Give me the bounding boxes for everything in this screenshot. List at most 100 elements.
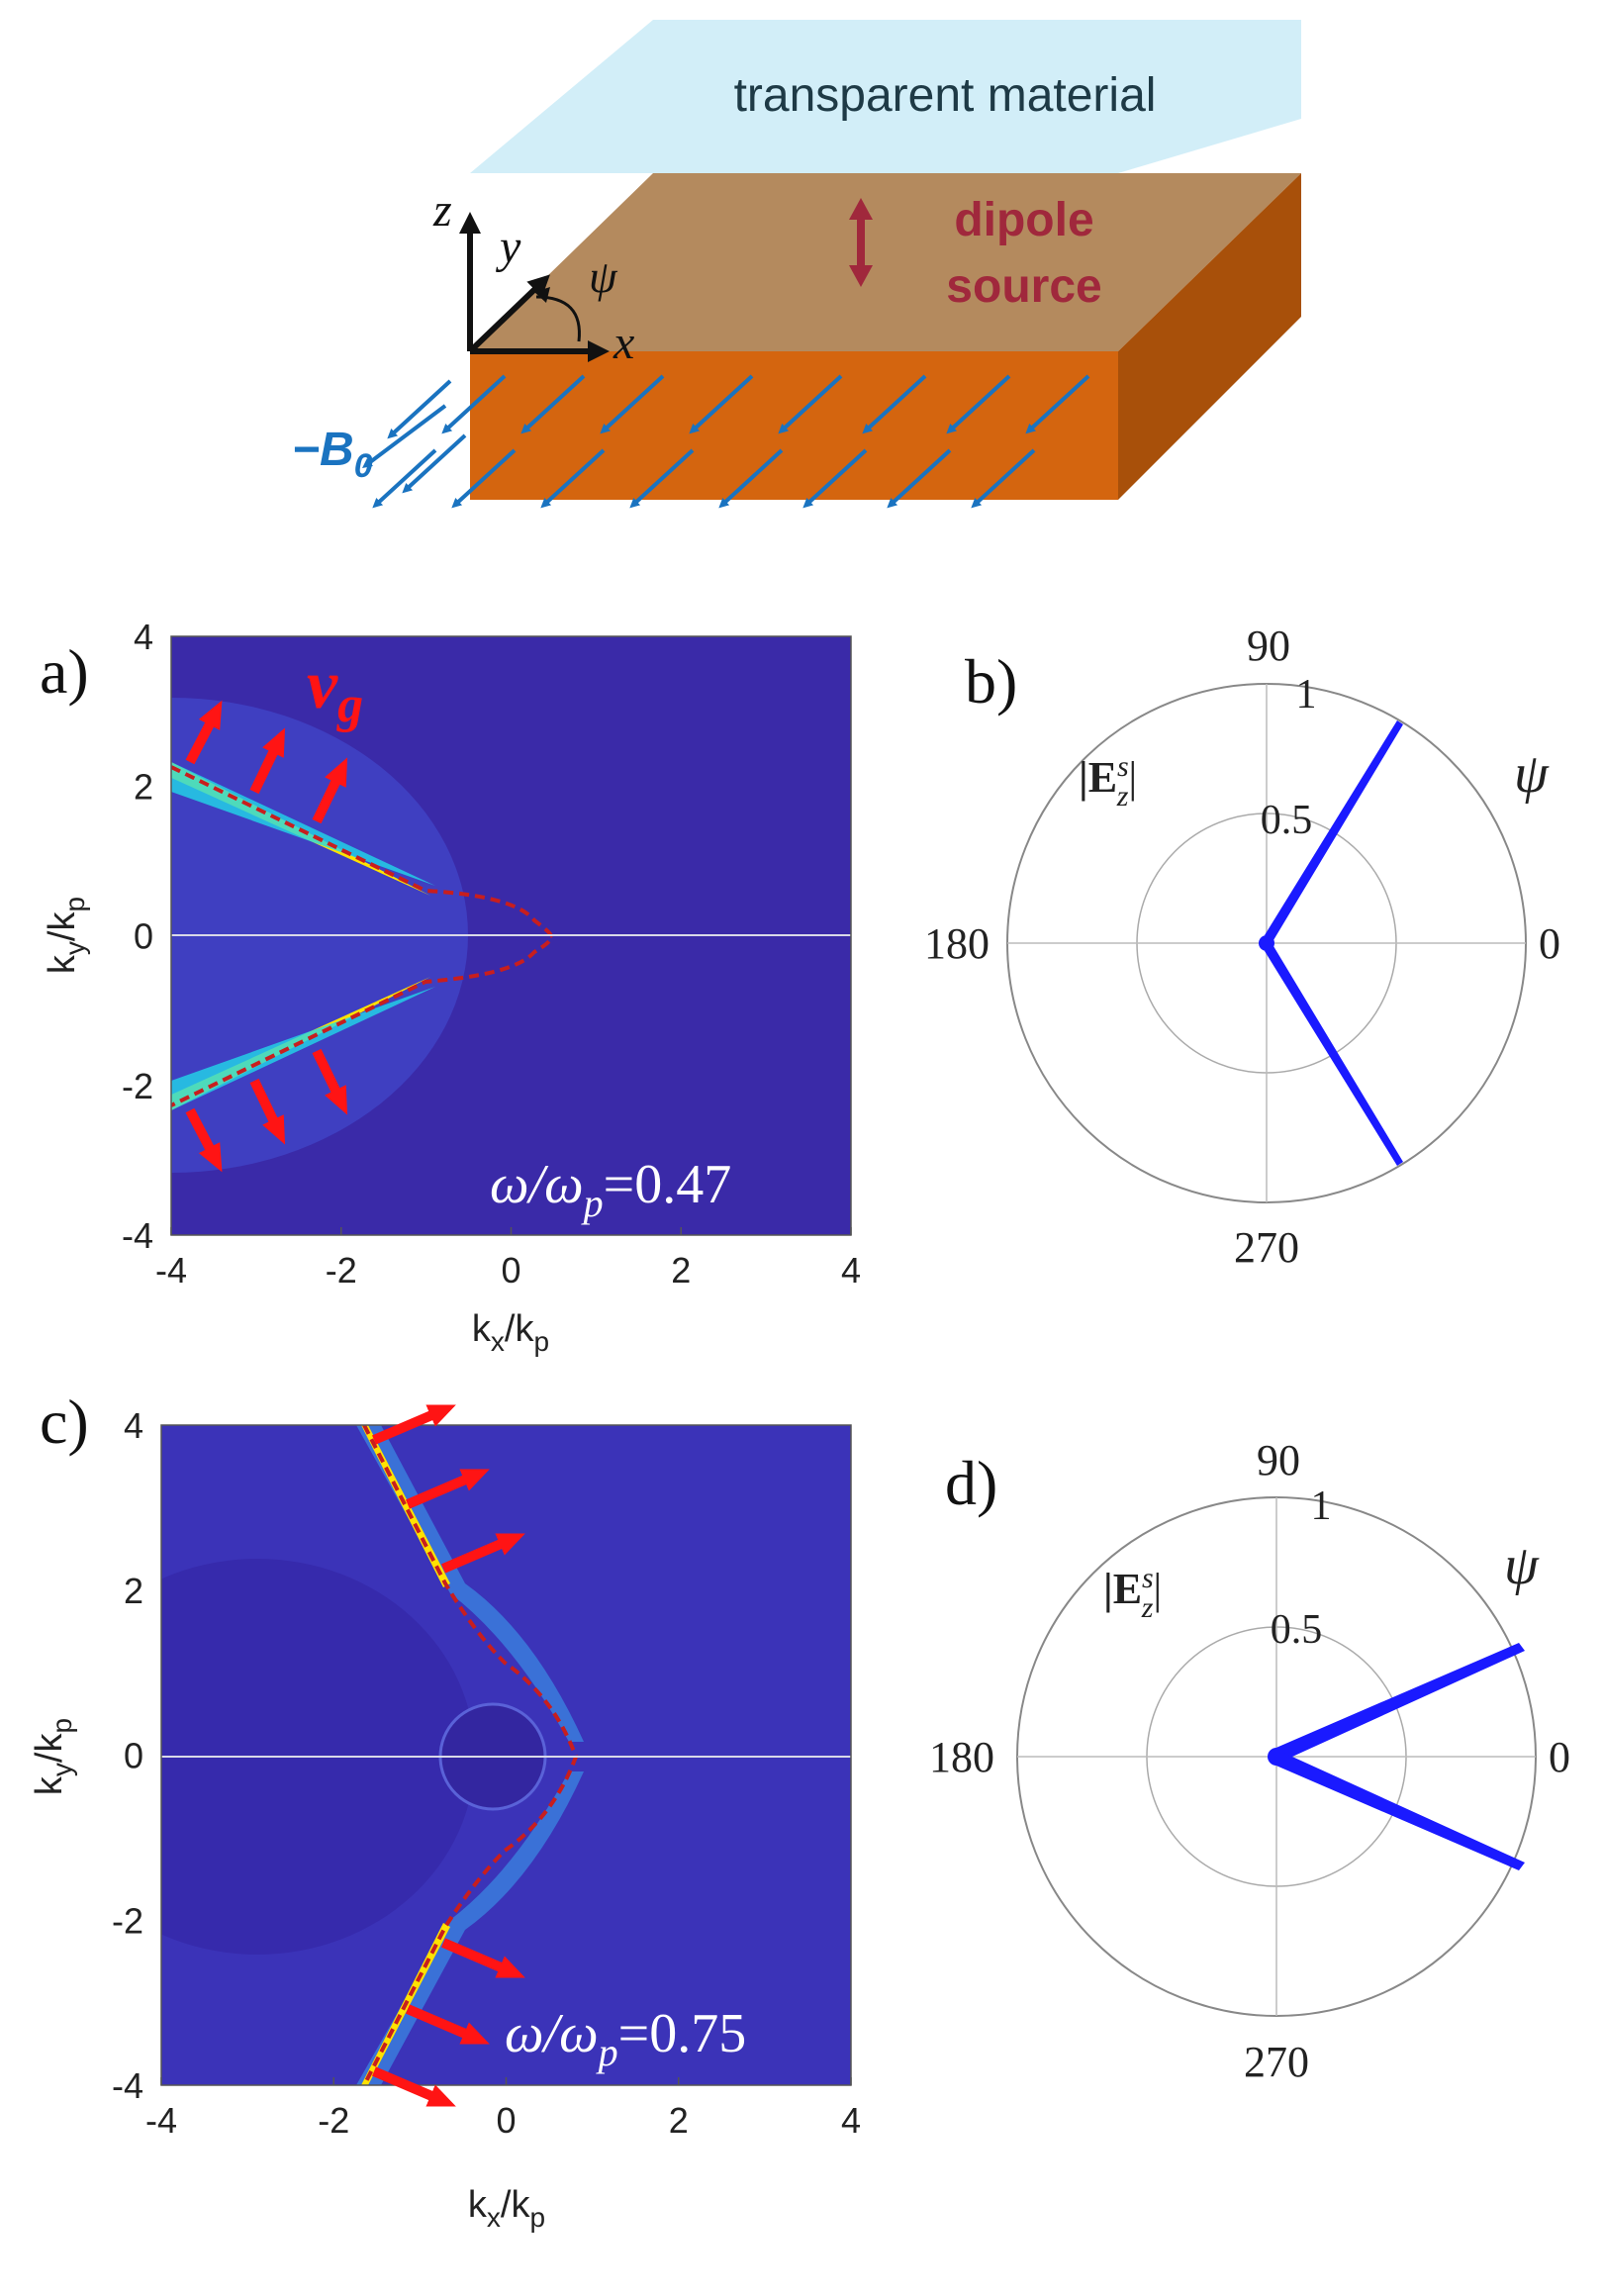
- panel-c-omega-val: =0.75: [618, 2003, 747, 2064]
- panel-a-label: a): [40, 636, 89, 707]
- panel-d-field-sub: z: [1141, 1591, 1154, 1624]
- panel-b-angle-90: 90: [1247, 622, 1290, 670]
- x-tick-label: -2: [326, 1250, 357, 1291]
- panel-c-xlabel-sub2: p: [529, 2202, 545, 2233]
- panel-c-omega-text: ω/ω: [505, 2003, 599, 2064]
- b-field-arrow-icon: [362, 404, 447, 468]
- y-tick-label: -2: [112, 1900, 143, 1941]
- panel-c-xlabel-main: k: [468, 2184, 488, 2226]
- panel-c-bright-upper: [361, 1425, 450, 1587]
- panel-d-angle-0: 0: [1549, 1733, 1570, 1781]
- panel-a-vg-arrow: [312, 757, 348, 824]
- panel-b-field-close: |: [1128, 753, 1137, 802]
- panel-c-vg-arrow: [406, 1469, 490, 1509]
- panel-b-lobe-lower: [1265, 946, 1403, 1166]
- panel-a-xlabel-sub2: p: [533, 1326, 549, 1357]
- x-tick-label: -2: [318, 2100, 349, 2141]
- panel-b-r-1: 1: [1296, 672, 1317, 718]
- b-field-arrow-icon: [451, 448, 517, 509]
- panel-c-omega: ω/ωp=0.75: [505, 2003, 746, 2074]
- y-axis-icon: [467, 274, 550, 354]
- b-field-arrow-icon: [1025, 374, 1090, 434]
- material-label: transparent material: [734, 69, 1157, 122]
- panel-c-vg-arrow: [372, 2066, 456, 2107]
- panel-c-xlabel: kx/kp: [468, 2184, 545, 2233]
- panel-a-omega-text: ω/ω: [490, 1154, 584, 1215]
- x-tick-label: 4: [841, 2100, 861, 2141]
- axis-y-label: y: [495, 221, 521, 273]
- dipole-layer-top: [470, 173, 1301, 351]
- panel-a-vg-sub: g: [336, 677, 363, 733]
- panel-d-label: d): [945, 1448, 997, 1518]
- panel-c-xlabel-sub1: x: [487, 2202, 501, 2233]
- b-field-arrow-icon: [387, 379, 452, 439]
- panel-a-xlabel-sub1: x: [491, 1326, 505, 1357]
- panel-b-angle-0: 0: [1539, 919, 1560, 968]
- panel-c-ylabel: ky/kp: [29, 1718, 77, 1795]
- panel-c-vg-arrow: [406, 2004, 490, 2045]
- dipole-arrow-bottom-icon: [849, 265, 873, 287]
- psi-arc-head-icon: [534, 287, 550, 303]
- b-field-arrow-icon: [971, 448, 1036, 509]
- panel-c-xlabel-sep: /k: [501, 2184, 531, 2226]
- y-tick-label: 2: [134, 766, 153, 807]
- panel-b-angle-270: 270: [1234, 1223, 1299, 1272]
- field-label-main: −B: [292, 424, 354, 476]
- field-label: −B0: [292, 424, 373, 485]
- y-tick-label: 4: [134, 617, 153, 657]
- panel-d-field-sup: s: [1142, 1562, 1154, 1594]
- axis-z-label: z: [432, 184, 452, 237]
- b-field-arrow-icon: [520, 374, 586, 434]
- psi-label: ψ: [589, 251, 618, 302]
- source-label-2: source: [946, 260, 1101, 313]
- b-field-arrow-icon: [402, 433, 467, 494]
- panel-b-field-sub: z: [1116, 780, 1129, 813]
- panel-c-vg-arrow: [441, 1938, 525, 1978]
- panel-a-omega-sub: p: [581, 1181, 604, 1225]
- y-tick-label: 2: [124, 1571, 143, 1611]
- panel-a-vg-arrow: [185, 1107, 223, 1173]
- x-tick-label: -4: [145, 2100, 177, 2141]
- b-field-arrow-icon: [802, 448, 868, 509]
- panel-a-omega-val: =0.47: [604, 1154, 732, 1215]
- panel-b-psi: ψ: [1514, 743, 1550, 805]
- panel-a-vg-main: v: [307, 647, 338, 723]
- panel-a-ylabel-sub1: y: [59, 941, 90, 955]
- panel-c-omega-sub: p: [596, 2030, 618, 2074]
- panel-d-field-close: |: [1153, 1565, 1162, 1613]
- panel-c-ylabel-sub2: p: [47, 1718, 77, 1734]
- y-tick-label: 0: [124, 1736, 143, 1776]
- panel-d-r-05: 0.5: [1271, 1607, 1323, 1653]
- panel-c-ylabel-main: k: [29, 1775, 70, 1795]
- y-tick-label: 0: [134, 916, 153, 957]
- panel-a-ylabel-main: k: [42, 954, 83, 974]
- dipole-arrow-top-icon: [849, 198, 873, 220]
- y-tick-label: 4: [124, 1405, 143, 1446]
- slab-side: [1118, 173, 1301, 500]
- source-label-1: dipole: [954, 194, 1093, 246]
- panel-d-psi: ψ: [1504, 1535, 1540, 1596]
- x-tick-label: -4: [155, 1250, 187, 1291]
- transparent-layer-top: [470, 20, 1301, 173]
- panel-b-angle-180: 180: [924, 919, 990, 968]
- x-tick-label: 2: [671, 1250, 691, 1291]
- y-tick-label: -2: [122, 1066, 153, 1106]
- panel-a-omega: ω/ωp=0.47: [490, 1154, 731, 1225]
- panel-a-xlabel-sep: /k: [505, 1308, 535, 1350]
- field-label-sub: 0: [354, 447, 373, 485]
- panel-a-cyan-lower: [171, 987, 435, 1110]
- panel-a-vg-arrow: [249, 727, 286, 795]
- b-field-arrow-icon: [689, 374, 754, 434]
- b-field-arrow-icon: [629, 448, 695, 509]
- panel-d-field-main: |E: [1103, 1565, 1142, 1613]
- panel-c-ylabel-sub1: y: [47, 1763, 77, 1776]
- panel-b-r-05: 0.5: [1261, 798, 1313, 843]
- b-field-arrow-icon: [887, 448, 952, 509]
- panel-a-xlabel-main: k: [472, 1308, 492, 1350]
